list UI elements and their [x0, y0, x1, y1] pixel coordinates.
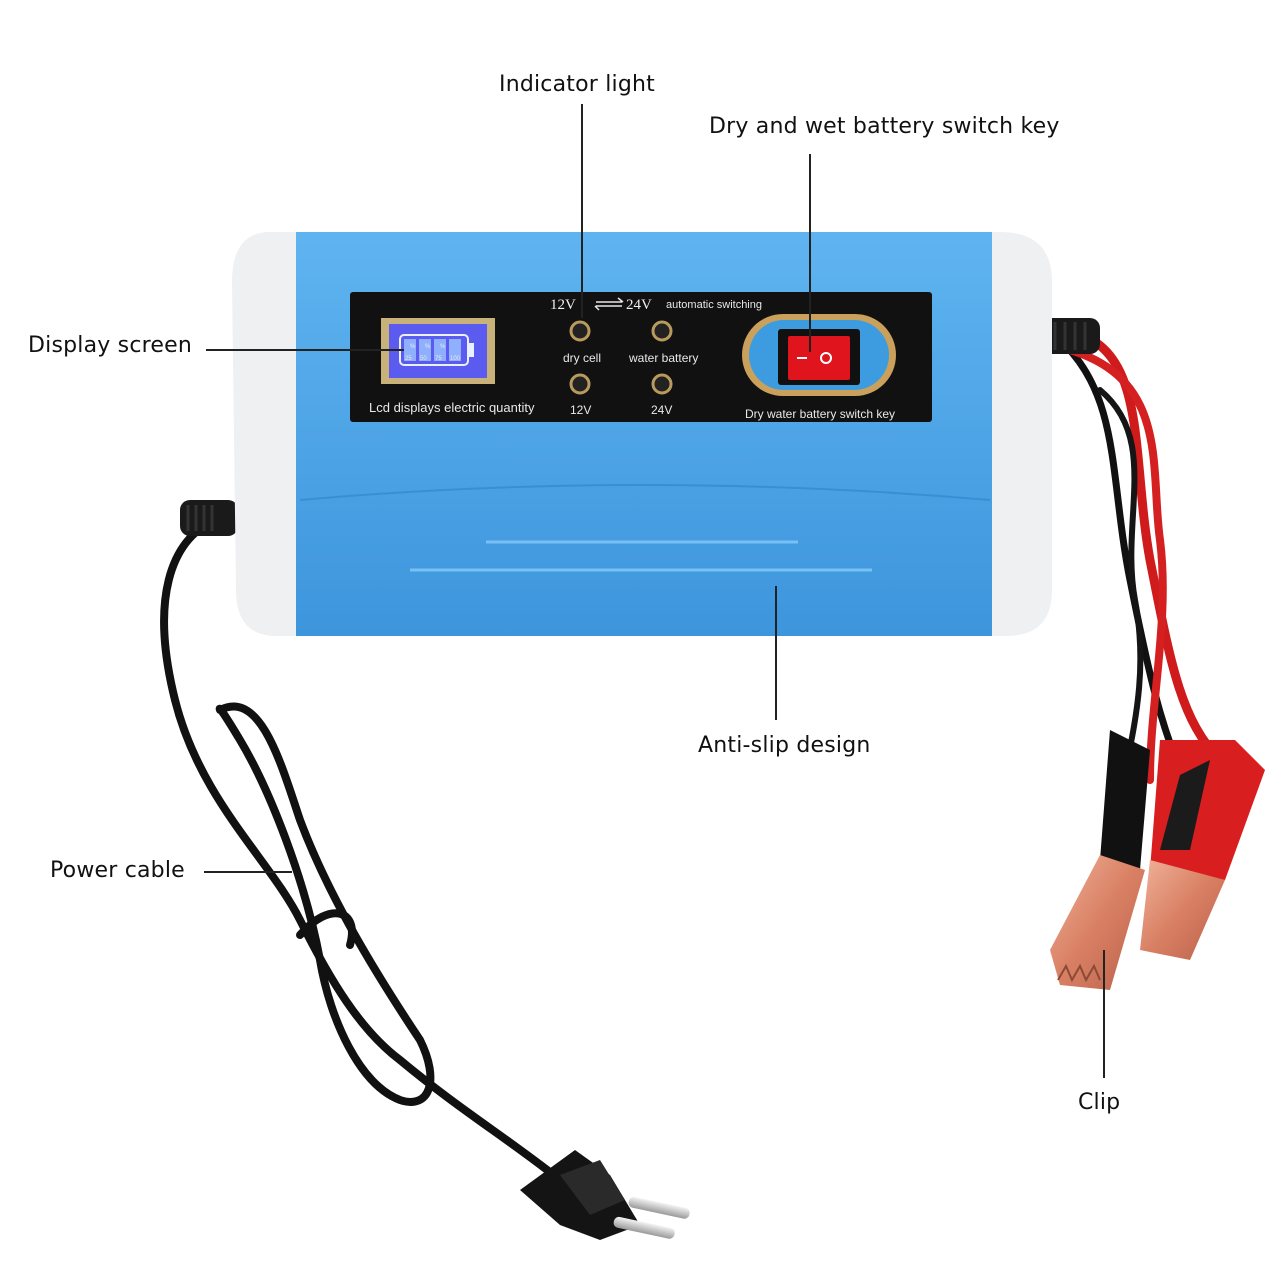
- water-battery-label: water battery: [628, 351, 698, 365]
- anti-slip-label: Anti-slip design: [698, 733, 871, 758]
- led-water-battery: [651, 320, 673, 342]
- led-24v: [651, 373, 673, 395]
- black-clip: [1050, 730, 1150, 990]
- led-12v: [569, 373, 591, 395]
- lcd-unit: %: [410, 344, 416, 350]
- power-cable-label: Power cable: [50, 858, 185, 883]
- red-clip: [1140, 740, 1265, 960]
- lcd-level: 50: [420, 356, 427, 362]
- lcd-level: 100: [450, 356, 461, 362]
- leader-lines: [204, 104, 1105, 1078]
- auto-switching-label: automatic switching: [666, 299, 762, 311]
- lcd-unit: %: [440, 344, 446, 350]
- cable-strain-relief-left: [180, 500, 238, 536]
- clamp-wires: [1055, 325, 1225, 803]
- led-12v-label: 12V: [570, 403, 591, 417]
- dry-cell-label: dry cell: [563, 351, 601, 365]
- control-panel: % % % 25 50 75 100 Lcd displays electric…: [350, 292, 932, 422]
- led-24v-label: 24V: [651, 403, 672, 417]
- voltage-12-label: 12V: [550, 297, 576, 313]
- display-screen-label: Display screen: [28, 333, 193, 358]
- lcd-level: 75: [435, 356, 442, 362]
- clip-label: Clip: [1078, 1090, 1121, 1115]
- switch-caption: Dry water battery switch key: [745, 407, 895, 421]
- power-cable: [160, 516, 564, 1184]
- indicator-light-label: Indicator light: [499, 72, 655, 97]
- led-dry-cell: [569, 320, 591, 342]
- switch-arrows-icon: [594, 297, 624, 311]
- cable-strain-relief-right: [1040, 318, 1100, 354]
- lcd-caption: Lcd displays electric quantity: [369, 400, 535, 415]
- lcd-level: 25: [405, 356, 412, 362]
- power-plug: [520, 1150, 690, 1240]
- switch-off-icon: [820, 352, 832, 364]
- switch-key-label: Dry and wet battery switch key: [709, 114, 1060, 139]
- voltage-24-label: 24V: [626, 297, 652, 313]
- lcd-unit: %: [425, 344, 431, 350]
- rocker-switch[interactable]: [788, 336, 850, 380]
